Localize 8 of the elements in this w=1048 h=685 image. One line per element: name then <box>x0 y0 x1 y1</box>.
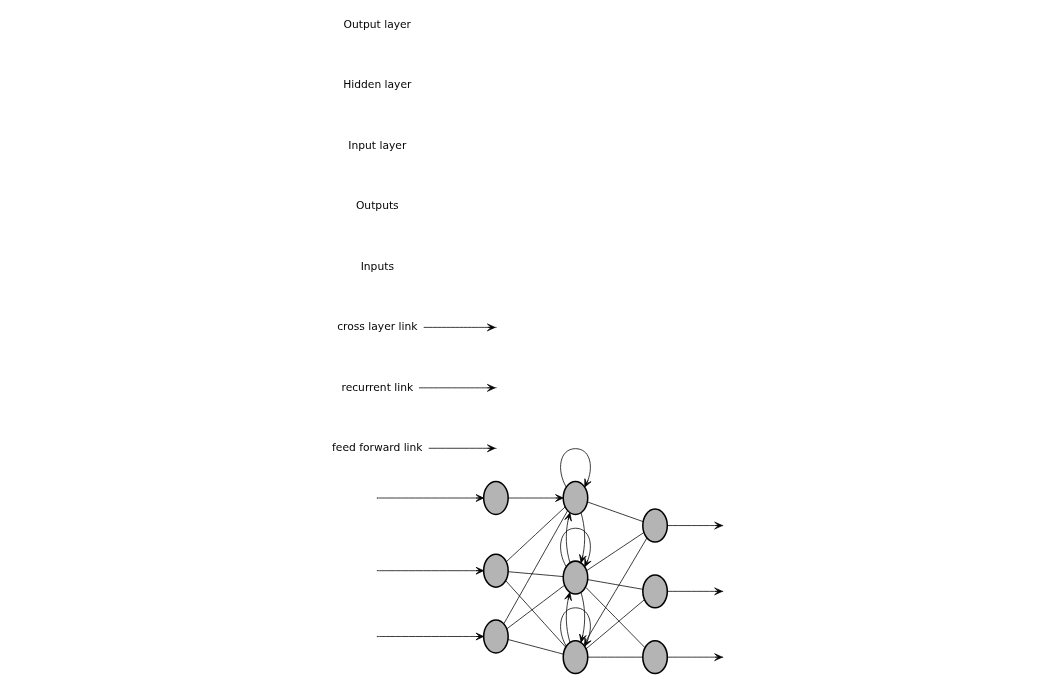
label: Output layer <box>343 18 411 31</box>
label: Hidden layer <box>342 78 411 92</box>
label: Inputs <box>360 259 394 273</box>
label: Outputs <box>355 199 399 213</box>
label: Input layer <box>347 138 406 152</box>
node-text: feed forward link <box>331 441 423 455</box>
node-text: cross layer link <box>336 320 417 334</box>
node-text: recurrent link <box>340 380 413 394</box>
